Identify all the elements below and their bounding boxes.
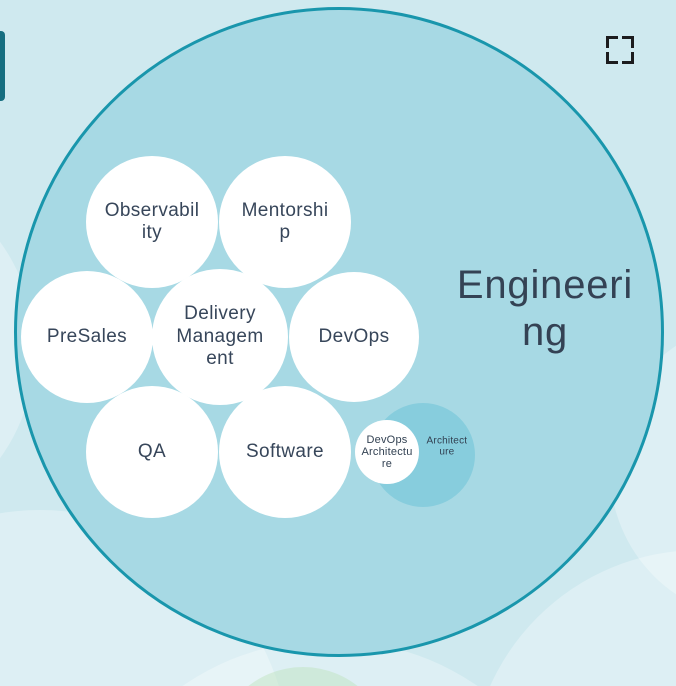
bubble-label: Observabil ity xyxy=(104,199,200,243)
fullscreen-corner-bottom-right xyxy=(622,52,634,64)
bubble-label: Mentorshi p xyxy=(241,199,329,243)
bubble-observability[interactable]: Observabil ity xyxy=(86,156,218,288)
fullscreen-corner-top-right xyxy=(622,36,634,48)
fullscreen-corner-bottom-left xyxy=(606,52,618,64)
fullscreen-corner-top-left xyxy=(606,36,618,48)
bubble-devops[interactable]: DevOps xyxy=(289,272,419,402)
left-edge-tab[interactable] xyxy=(0,31,5,101)
bubble-label: QA xyxy=(137,440,167,462)
bubble-label: Architect ure xyxy=(426,435,468,458)
bubble-mentorship[interactable]: Mentorshi p xyxy=(219,156,351,288)
fullscreen-icon[interactable] xyxy=(606,36,634,64)
bubble-software[interactable]: Software xyxy=(219,386,351,518)
bubble-label: Delivery Managem ent xyxy=(176,303,264,370)
bubble-devops-architecture[interactable]: DevOps Architectu re xyxy=(355,420,419,484)
bubble-delivery-management[interactable]: Delivery Managem ent xyxy=(152,269,288,405)
bubble-label: Software xyxy=(245,440,325,462)
bubble-label: DevOps xyxy=(318,325,390,347)
bubble-presales[interactable]: PreSales xyxy=(21,271,153,403)
bubble-label: PreSales xyxy=(46,325,128,347)
bubble-label: DevOps Architectu re xyxy=(361,433,413,471)
root-circle-label: Engineeri ng xyxy=(456,263,634,354)
bubble-qa[interactable]: QA xyxy=(86,386,218,518)
